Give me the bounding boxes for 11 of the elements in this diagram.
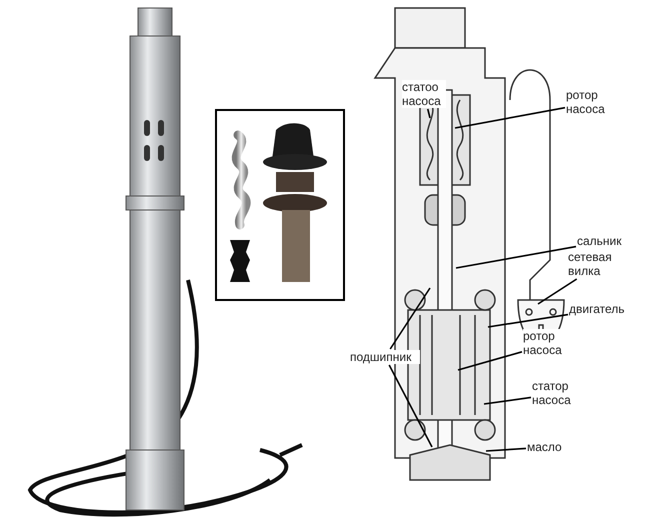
leader-line (538, 278, 578, 305)
leader-line (484, 396, 532, 405)
leader-line (390, 288, 431, 350)
leader-line (458, 351, 522, 371)
leader-line (454, 106, 566, 129)
leader-line (456, 246, 576, 269)
leader-line (388, 364, 433, 448)
leader-line (486, 448, 526, 452)
leader-line (426, 108, 431, 118)
part-label: статоо насоса (402, 80, 446, 108)
part-label: подшипник (350, 350, 420, 364)
